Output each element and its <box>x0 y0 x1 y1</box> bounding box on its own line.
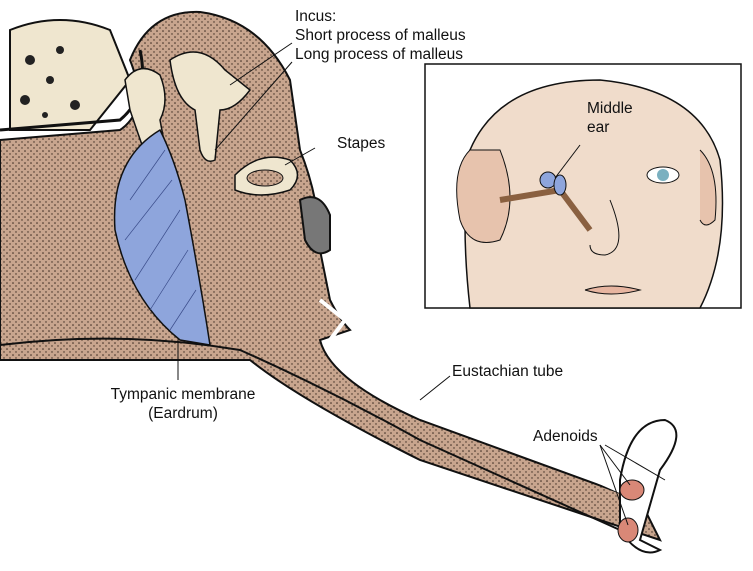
label-eardrum: (Eardrum) <box>148 405 218 422</box>
adenoid-lower <box>617 517 639 543</box>
label-stapes: Stapes <box>337 135 386 152</box>
adenoid-upper <box>619 479 645 501</box>
nasopharynx <box>619 418 678 554</box>
label-tympanic-membrane: Tympanic membrane <box>110 386 256 403</box>
face-inset <box>424 63 742 309</box>
label-adenoids: Adenoids <box>533 428 598 445</box>
label-incus: Incus: <box>295 8 337 25</box>
label-eustachian-tube: Eustachian tube <box>452 363 564 380</box>
incus-bone <box>169 51 252 162</box>
label-middle-ear-line1: Middle <box>587 100 633 117</box>
eustachian-tube-lumen <box>318 298 641 502</box>
outer-ear <box>456 149 511 243</box>
lower-contour <box>0 337 621 531</box>
label-short-process: Short process of malleus <box>295 27 466 44</box>
temporal-bone <box>9 19 132 131</box>
label-long-process: Long process of malleus <box>295 46 464 63</box>
inner-ear-window <box>298 196 331 255</box>
label-middle-ear-line2: ear <box>587 119 610 136</box>
